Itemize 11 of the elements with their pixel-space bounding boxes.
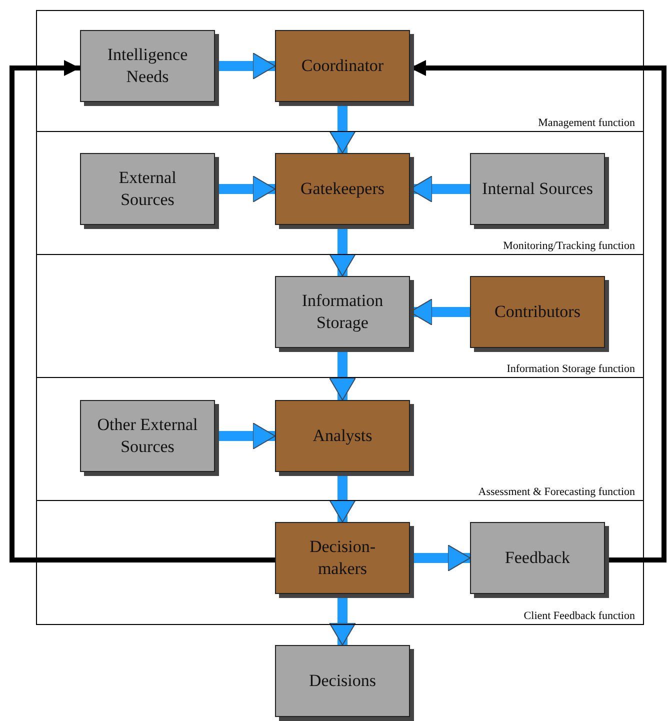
function-band [36,500,644,625]
function-band [36,254,644,378]
band-label: Management function [538,117,635,129]
band-label: Client Feedback function [524,610,635,622]
band-label: Information Storage function [506,363,635,375]
arrow [10,60,275,562]
function-band [36,131,644,255]
function-band [36,10,644,132]
band-label: Assessment & Forecasting function [478,486,635,498]
function-band [36,377,644,501]
band-label: Monitoring/Tracking function [503,240,635,252]
